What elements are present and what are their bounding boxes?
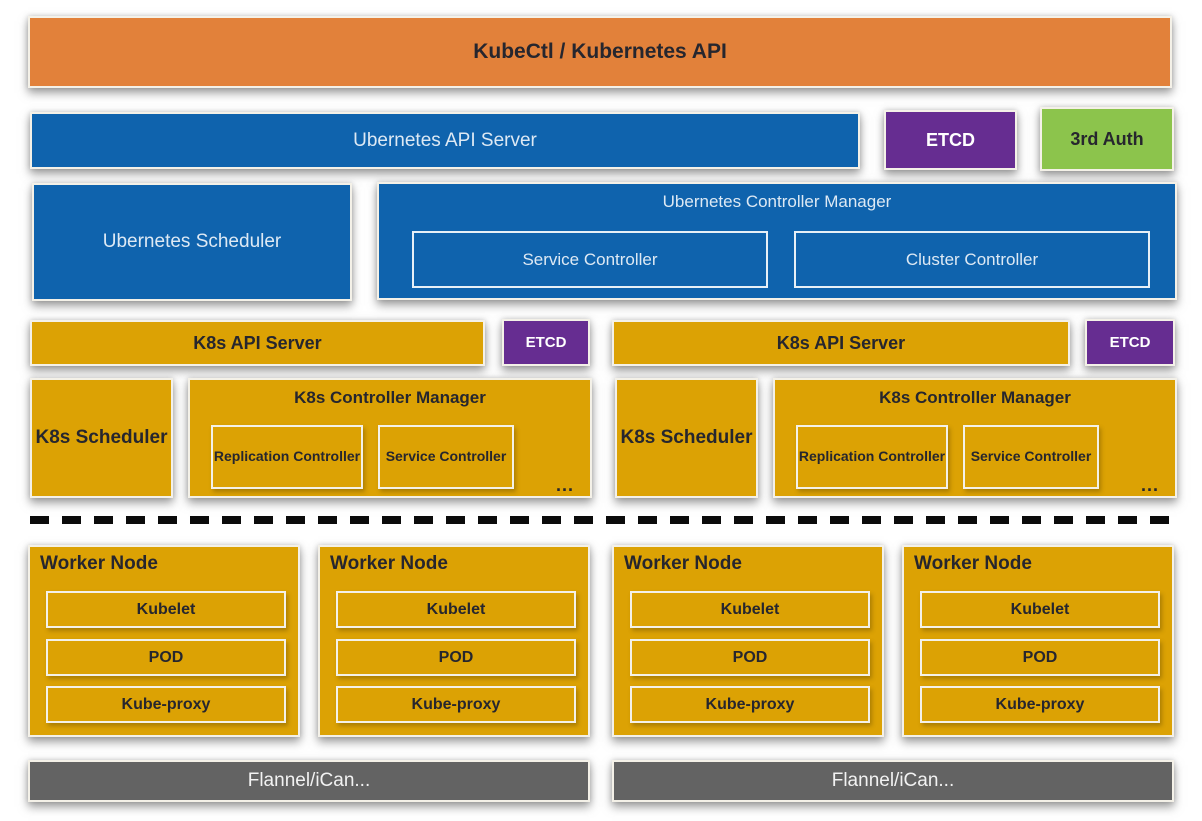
etcd-main-label: ETCD xyxy=(926,129,975,150)
k8s-scheduler-label-2: K8s Scheduler xyxy=(620,427,753,448)
worker-node-title-1: Worker Node xyxy=(40,553,158,574)
k8s-api-server-label-1: K8s API Server xyxy=(193,332,322,353)
etcd-box-1: ETCD xyxy=(502,319,590,366)
k8s-controller-manager-title-1: K8s Controller Manager xyxy=(294,388,486,407)
k8s-controller-manager-title-2: K8s Controller Manager xyxy=(879,388,1071,407)
more-controllers-ellipsis-1: ... xyxy=(555,475,574,495)
kube-proxy-label-1: Kube-proxy xyxy=(121,695,211,713)
pod-label-2: POD xyxy=(438,648,474,666)
replication-controller-box-1: Replication Controller xyxy=(211,425,363,489)
k8s-scheduler-box-2: K8s Scheduler xyxy=(615,378,758,498)
kube-proxy-label-2: Kube-proxy xyxy=(411,695,501,713)
replication-controller-box-2: Replication Controller xyxy=(796,425,948,489)
pod-label-4: POD xyxy=(1022,648,1058,666)
pod-label-3: POD xyxy=(732,648,768,666)
cluster-controller-box: Cluster Controller xyxy=(794,231,1150,288)
etcd-main-box: ETCD xyxy=(884,110,1017,170)
service-controller-label: Service Controller xyxy=(522,249,658,269)
replication-controller-label-2: Replication Controller xyxy=(798,448,946,465)
kubelet-box-3: Kubelet xyxy=(630,591,870,628)
worker-node-title-3: Worker Node xyxy=(624,553,742,574)
k8s-api-server-box-2: K8s API Server xyxy=(612,320,1070,366)
kubelet-label-1: Kubelet xyxy=(136,600,196,618)
kubelet-label-2: Kubelet xyxy=(426,600,486,618)
flannel-bar-2: Flannel/iCan... xyxy=(612,760,1174,802)
k8s-scheduler-label-1: K8s Scheduler xyxy=(35,427,168,448)
worker-node-box-3: Worker Node Kubelet POD Kube-proxy xyxy=(612,545,884,737)
worker-node-box-1: Worker Node Kubelet POD Kube-proxy xyxy=(28,545,300,737)
flannel-bar-1: Flannel/iCan... xyxy=(28,760,590,802)
kubelet-label-4: Kubelet xyxy=(1010,600,1070,618)
worker-node-box-4: Worker Node Kubelet POD Kube-proxy xyxy=(902,545,1174,737)
pod-box-3: POD xyxy=(630,639,870,676)
pod-box-1: POD xyxy=(46,639,286,676)
kubelet-label-3: Kubelet xyxy=(720,600,780,618)
flannel-label-1: Flannel/iCan... xyxy=(247,770,371,791)
kube-proxy-box-4: Kube-proxy xyxy=(920,686,1160,723)
k8s-controller-manager-box-1: K8s Controller Manager Replication Contr… xyxy=(188,378,592,498)
ubernetes-scheduler-label: Ubernetes Scheduler xyxy=(102,231,282,252)
service-controller-label-2: Service Controller xyxy=(970,448,1092,465)
etcd-label-1: ETCD xyxy=(525,334,567,351)
service-controller-box: Service Controller xyxy=(412,231,768,288)
k8s-api-server-box-1: K8s API Server xyxy=(30,320,485,366)
kubectl-api-label: KubeCtl / Kubernetes API xyxy=(473,40,727,63)
third-auth-label: 3rd Auth xyxy=(1070,128,1144,149)
ubernetes-controller-manager-title: Ubernetes Controller Manager xyxy=(662,192,892,211)
ubernetes-api-server-box: Ubernetes API Server xyxy=(30,112,860,169)
ubernetes-api-server-label: Ubernetes API Server xyxy=(353,129,537,151)
kube-proxy-box-2: Kube-proxy xyxy=(336,686,576,723)
worker-node-title-2: Worker Node xyxy=(330,553,448,574)
third-auth-box: 3rd Auth xyxy=(1040,107,1174,171)
kubectl-api-bar: KubeCtl / Kubernetes API xyxy=(28,16,1172,88)
etcd-box-2: ETCD xyxy=(1085,319,1175,366)
service-controller-label-1: Service Controller xyxy=(385,448,507,465)
more-controllers-ellipsis-2: ... xyxy=(1140,475,1159,495)
k8s-scheduler-box-1: K8s Scheduler xyxy=(30,378,173,498)
replication-controller-label-1: Replication Controller xyxy=(213,448,361,465)
cluster-controller-label: Cluster Controller xyxy=(905,249,1039,269)
control-worker-separator-dashed-line xyxy=(30,516,1178,524)
flannel-label-2: Flannel/iCan... xyxy=(831,770,955,791)
kube-proxy-box-1: Kube-proxy xyxy=(46,686,286,723)
kube-proxy-label-4: Kube-proxy xyxy=(995,695,1085,713)
kubelet-box-4: Kubelet xyxy=(920,591,1160,628)
k8s-controller-manager-box-2: K8s Controller Manager Replication Contr… xyxy=(773,378,1177,498)
pod-box-4: POD xyxy=(920,639,1160,676)
kube-proxy-label-3: Kube-proxy xyxy=(705,695,795,713)
k8s-api-server-label-2: K8s API Server xyxy=(776,332,906,353)
worker-node-title-4: Worker Node xyxy=(914,553,1032,574)
kubelet-box-1: Kubelet xyxy=(46,591,286,628)
pod-label-1: POD xyxy=(148,648,184,666)
ubernetes-scheduler-box: Ubernetes Scheduler xyxy=(32,183,352,301)
service-controller-box-1: Service Controller xyxy=(378,425,514,489)
ubernetes-controller-manager-box: Ubernetes Controller Manager Service Con… xyxy=(377,182,1177,300)
kube-proxy-box-3: Kube-proxy xyxy=(630,686,870,723)
service-controller-box-2: Service Controller xyxy=(963,425,1099,489)
worker-node-box-2: Worker Node Kubelet POD Kube-proxy xyxy=(318,545,590,737)
kubelet-box-2: Kubelet xyxy=(336,591,576,628)
pod-box-2: POD xyxy=(336,639,576,676)
etcd-label-2: ETCD xyxy=(1109,334,1151,351)
